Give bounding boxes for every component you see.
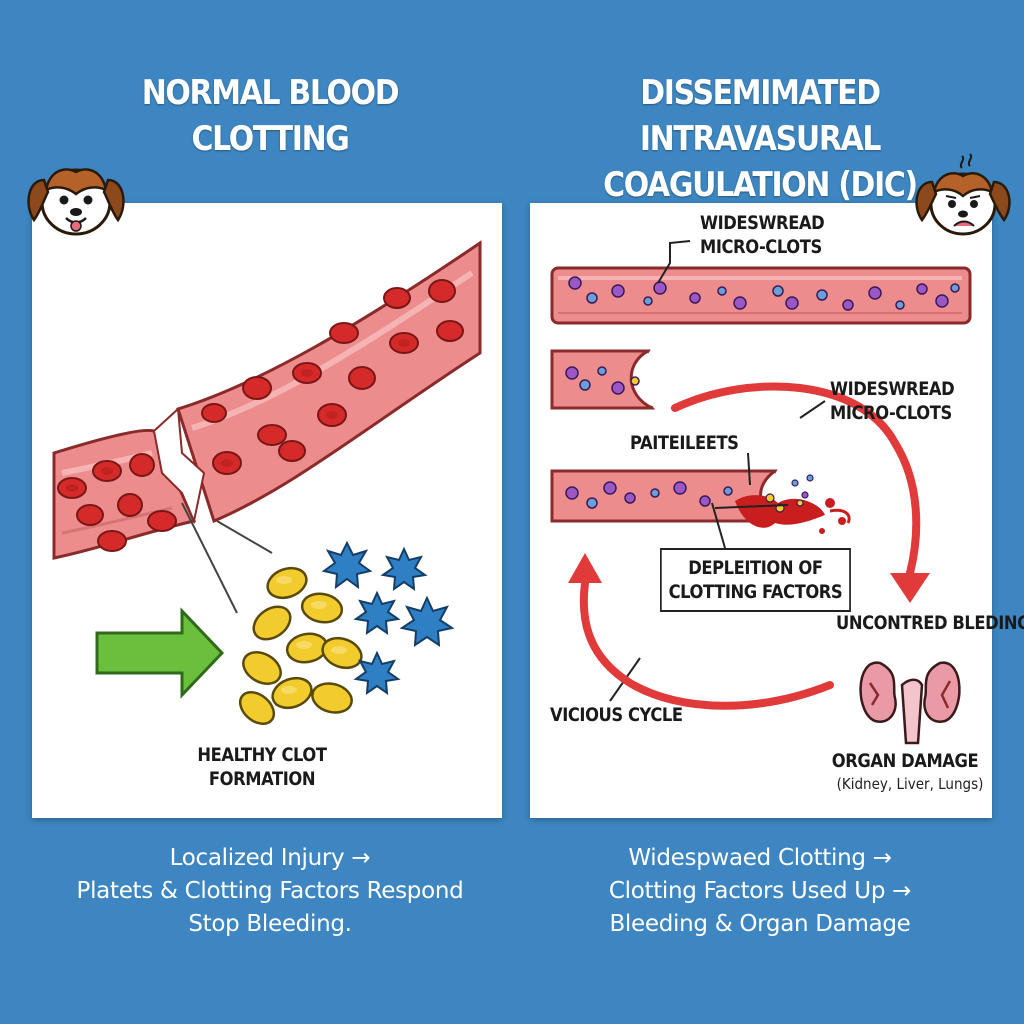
red-blood-cells <box>57 279 464 552</box>
micro-clots-label-top: WIDESWREAD MICRO-CLOTS <box>700 211 825 259</box>
normal-clotting-illustration <box>52 240 482 726</box>
vicious-cycle-label: VICIOUS CYCLE <box>550 704 683 726</box>
left-caption: Localized Injury → Platets & Clotting Fa… <box>40 842 500 941</box>
platelets-label: PAITEILEETS <box>630 432 739 454</box>
worried-dog-icon <box>915 153 1011 236</box>
healthy-clot-label-line-1: HEALTHY CLOT <box>197 744 327 766</box>
organ-damage-label: ORGAN DAMAGE <box>831 750 979 772</box>
dic-illustration <box>550 240 972 745</box>
depletion-label: DEPLEITION OF CLOTTING FACTORS <box>660 548 851 612</box>
normal-clotting-panel: HEALTHY CLOT FORMATION <box>32 203 502 818</box>
micro-clots-label-top-line-1: WIDESWREAD <box>700 212 825 234</box>
micro-clots-label-mid: WIDESWREAD MICRO-CLOTS <box>830 377 955 425</box>
bleeding-label: UNCONTRED BLEDING <box>836 612 1024 634</box>
right-title: DISSEMIMATED INTRAVASURAL COAGULATION (D… <box>531 70 989 208</box>
dic-panel: WIDESWREAD MICRO-CLOTS WIDESWREAD MICRO-… <box>530 203 1024 818</box>
cycle-arrowhead-left <box>568 553 602 583</box>
micro-clots-label-mid-line-1: WIDESWREAD <box>830 378 955 400</box>
left-title: NORMAL BLOOD CLOTTING <box>120 70 419 162</box>
vessel-segment-right <box>176 240 482 524</box>
left-caption-line-2: Platets & Clotting Factors Respond <box>76 878 464 904</box>
healthy-clot-label: HEALTHY CLOT FORMATION <box>167 743 356 791</box>
vicious-cycle-arrows <box>579 382 921 710</box>
depletion-label-line-2: CLOTTING FACTORS <box>668 581 843 603</box>
right-caption: Widespwaed Clotting → Clotting Factors U… <box>530 842 990 941</box>
left-caption-line-3: Stop Bleeding. <box>188 911 352 937</box>
platelets <box>238 566 363 726</box>
kidney-icon <box>859 661 961 745</box>
cycle-arrowhead-right <box>890 573 930 603</box>
happy-dog-icon <box>27 168 125 236</box>
right-title-line-2: COAGULATION (DIC) <box>603 165 918 205</box>
right-title-line-1: DISSEMIMATED INTRAVASURAL <box>639 73 882 159</box>
micro-clots-top <box>568 276 960 311</box>
right-caption-line-2: Clotting Factors Used Up → <box>608 878 912 904</box>
organ-damage-sublabel: (Kidney, Liver, Lungs) <box>836 775 984 793</box>
micro-clots-label-top-line-2: MICRO-CLOTS <box>700 236 822 258</box>
healthy-clot-label-line-2: FORMATION <box>208 768 316 790</box>
right-caption-line-3: Bleeding & Organ Damage <box>609 911 911 937</box>
bleeding-splash <box>735 495 851 534</box>
green-arrow-icon <box>95 607 225 699</box>
left-caption-line-1: Localized Injury → <box>169 845 371 871</box>
micro-clots-label-mid-line-2: MICRO-CLOTS <box>830 402 952 424</box>
injury-gap <box>152 406 206 525</box>
right-caption-line-1: Widespwaed Clotting → <box>628 845 892 871</box>
clotting-factors <box>321 540 455 696</box>
vessel-top <box>550 266 972 325</box>
left-title-line-1: NORMAL BLOOD <box>141 73 400 113</box>
depletion-label-line-1: DEPLEITION OF <box>688 557 823 579</box>
left-title-line-2: CLOTTING <box>191 119 349 159</box>
